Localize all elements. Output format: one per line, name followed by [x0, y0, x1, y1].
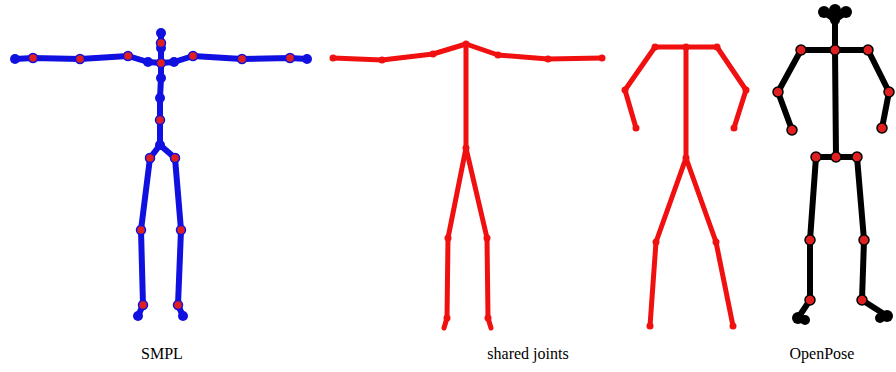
figure-caption: SMPL	[141, 345, 183, 363]
shared-skeleton-tpose	[333, 44, 602, 328]
figure-caption: OpenPose	[790, 345, 855, 363]
shared-joints-tpose	[330, 41, 606, 322]
openpose-shared-markers	[773, 45, 894, 305]
shared-skeleton-apose	[625, 47, 746, 326]
smpl-joints	[10, 28, 312, 321]
shared-joints-apose	[622, 44, 750, 330]
smpl-shared-markers	[29, 39, 295, 310]
openpose-joints	[792, 4, 893, 325]
figure-caption: shared joints	[487, 345, 568, 363]
smpl-skeleton	[15, 33, 307, 316]
openpose-skeleton	[778, 12, 889, 318]
